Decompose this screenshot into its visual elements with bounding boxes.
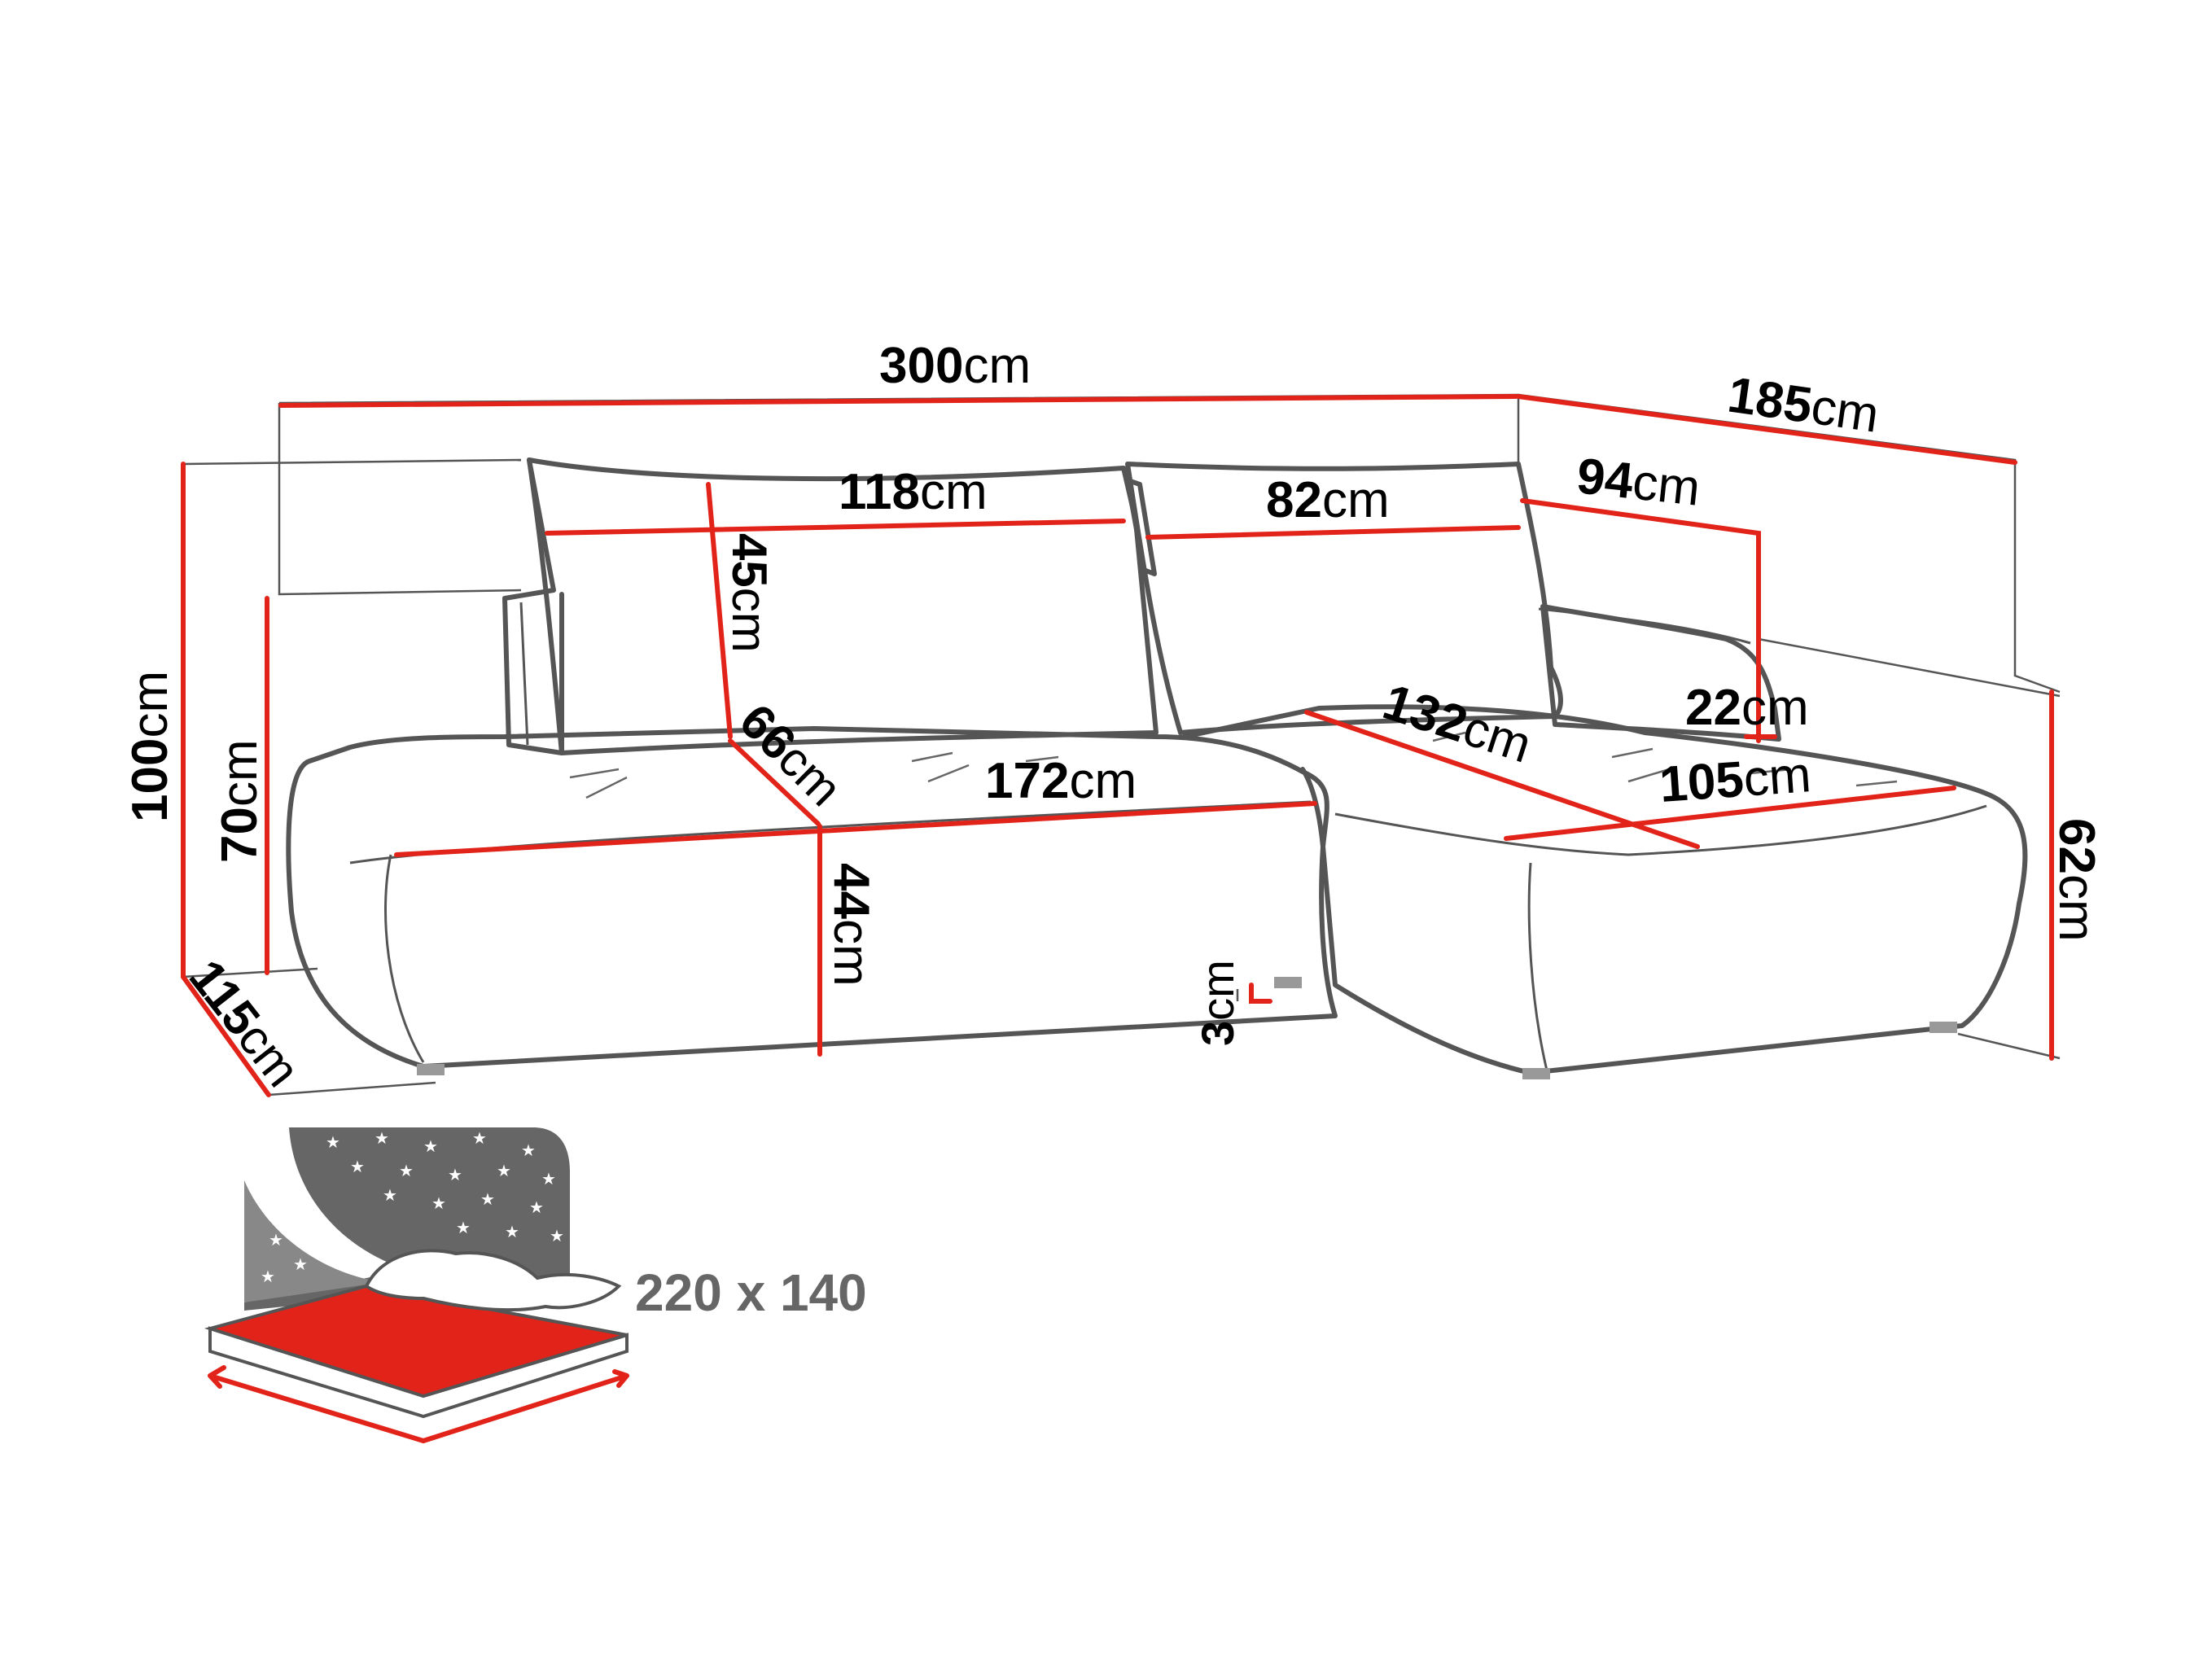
label-cushion-left: 118cm: [839, 464, 988, 520]
sofa-tufting: [569, 731, 1898, 799]
label-seat-height: 44cm: [823, 863, 879, 987]
moon-shadow: [244, 1180, 383, 1302]
sofa-leg-chaise-right: [1929, 1022, 1957, 1033]
sofa-cushion-strap: [1125, 478, 1157, 576]
sofa-back-cushion-left: [527, 457, 1159, 755]
sofa-leg-front-middle: [1274, 977, 1302, 988]
dim-line-seat-depth: [728, 738, 821, 826]
sofa-leg-chaise-front: [1522, 1068, 1550, 1079]
svg-text:★: ★: [269, 1230, 283, 1250]
sofa-leg-front-left: [417, 1064, 445, 1075]
sofa-chaise-body: [1182, 704, 2028, 1075]
svg-text:★: ★: [448, 1165, 462, 1184]
dim-line-cushion-right: [1145, 525, 1521, 540]
pillows: [364, 1249, 622, 1312]
svg-text:★: ★: [350, 1157, 365, 1176]
label-chaise-length: 132cm: [1377, 674, 1538, 774]
dim-line-cushion-left: [545, 519, 1126, 536]
svg-text:★: ★: [431, 1193, 446, 1213]
dim-line-chaise-back: [1520, 498, 1761, 743]
svg-text:★: ★: [480, 1189, 495, 1209]
svg-text:★: ★: [423, 1136, 438, 1156]
svg-text:★: ★: [293, 1254, 308, 1274]
svg-text:★: ★: [261, 1267, 275, 1286]
svg-text:★: ★: [505, 1222, 519, 1241]
svg-text:★: ★: [375, 1128, 389, 1148]
label-armrest-height: 70cm: [212, 739, 268, 863]
label-seat-width: 172cm: [985, 753, 1137, 809]
label-chaise-arm: 22cm: [1685, 680, 1809, 736]
svg-text:★: ★: [529, 1197, 544, 1217]
label-total-height: 100cm: [122, 671, 178, 822]
dim-line-chaise-width: [1504, 786, 1956, 841]
stars: ★★★ ★★★ ★★★ ★★★ ★★★ ★★★ ★★: [261, 1128, 564, 1286]
sofa-main-body: [286, 726, 1338, 1069]
sofa-back-frame: [1538, 607, 1751, 645]
label-total-depth: 185cm: [1724, 367, 1882, 444]
svg-text:★: ★: [521, 1140, 536, 1160]
svg-text:★: ★: [497, 1161, 511, 1180]
dimension-lines: [181, 394, 2054, 1097]
svg-text:★: ★: [399, 1161, 414, 1180]
label-total-width: 300cm: [879, 338, 1031, 394]
label-cushion-right: 82cm: [1266, 472, 1390, 528]
dim-line-seat-width: [394, 801, 1317, 857]
mattress-top: [204, 1284, 628, 1399]
dimension-labels: 300cm 185cm 118cm 82cm 94cm 45cm 100cm 7…: [122, 338, 2105, 1097]
dim-line-side-depth: [181, 974, 271, 1097]
sofa-outline: [286, 457, 2028, 1079]
sofa-front-edge: [384, 854, 425, 1063]
label-chaise-back: 94cm: [1575, 448, 1703, 516]
sofa-left-armrest: [502, 457, 564, 755]
arrow-width: [208, 1365, 426, 1443]
label-leg-height: 3cm: [1192, 960, 1243, 1046]
svg-text:★: ★: [541, 1169, 556, 1188]
label-side-depth: 115cm: [179, 950, 311, 1097]
sofa-left-armrest-inner: [519, 602, 529, 746]
sofa-chaise-armrest: [1540, 604, 1781, 742]
svg-text:★: ★: [472, 1128, 487, 1148]
dim-line-total-depth: [1516, 394, 2017, 465]
bed-night-icon: ★★★ ★★★ ★★★ ★★★ ★★★ ★★★ ★★: [204, 1127, 629, 1443]
svg-text:★: ★: [456, 1218, 471, 1237]
svg-text:★: ★: [326, 1132, 340, 1152]
dim-line-total-width: [278, 394, 1518, 408]
arrow-depth: [421, 1369, 629, 1443]
svg-text:★: ★: [383, 1185, 397, 1205]
svg-text:★: ★: [550, 1226, 564, 1245]
dim-line-leg-height: [1249, 983, 1272, 1004]
dim-line-back-height: [706, 482, 733, 739]
sofa-chaise-top-edge: [1334, 804, 1987, 856]
label-chaise-width: 105cm: [1658, 746, 1812, 813]
label-chaise-height: 62cm: [2048, 818, 2105, 942]
sofa-chaise-front-edge: [1527, 862, 1548, 1071]
extension-lines: [182, 393, 2061, 1097]
sleeping-area-label: 220 x 140: [635, 1263, 867, 1322]
sofa-back-cushion-right: [1125, 462, 1563, 735]
label-back-height: 45cm: [722, 533, 777, 653]
